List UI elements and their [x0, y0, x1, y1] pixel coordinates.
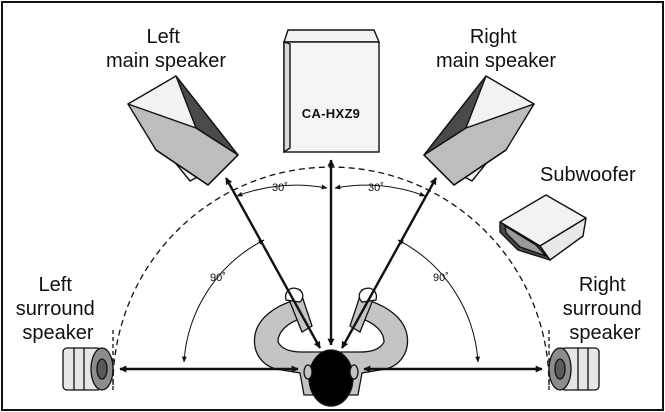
right-main-speaker: [423, 75, 535, 186]
arrow-left-main: [224, 177, 322, 349]
left-surround-speaker: [62, 347, 114, 391]
right-ear: [349, 364, 359, 380]
center-top-face: [283, 29, 381, 43]
right-main-lower-face: [423, 149, 507, 186]
left-ear: [303, 364, 313, 380]
subwoofer-grille: [504, 225, 547, 257]
angle-label-left-front: 30˚: [272, 182, 288, 194]
left-surround-cone-inner: [96, 358, 108, 380]
angle-label-left-side: 90˚: [210, 272, 226, 284]
label-left-main: Left main speaker: [106, 26, 226, 72]
left-main-speaker: [127, 75, 239, 186]
label-right-main-line1: Right: [470, 26, 517, 48]
direction-arrows: [119, 159, 543, 373]
center-shadow: [283, 41, 291, 154]
angle-label-right-front: 30˚: [368, 182, 384, 194]
center-front-face: [283, 41, 380, 153]
label-left-surround: Left surround speaker: [16, 274, 101, 344]
label-right-surround-line3: speaker: [569, 322, 640, 344]
listener-head: [308, 349, 354, 407]
subwoofer: [499, 194, 587, 261]
center-model-label: CA-HXZ9: [302, 106, 360, 121]
arrow-right-main: [340, 177, 438, 349]
label-left-surround-line2: surround: [16, 298, 95, 320]
center-speaker: [283, 29, 381, 154]
right-90-arc: [397, 239, 481, 363]
angle-label-right-side: 90˚: [433, 272, 449, 284]
label-right-main-line2: main speaker: [436, 50, 556, 72]
label-left-surround-line3: speaker: [22, 322, 93, 344]
label-right-surround-line1: Right: [579, 274, 626, 296]
label-left-surround-line1: Left: [39, 274, 73, 296]
right-surround-cone-inner: [554, 358, 566, 380]
label-left-main-line2: main speaker: [106, 50, 226, 72]
left-main-lower-face: [155, 149, 239, 186]
label-right-main: Right main speaker: [436, 26, 556, 72]
right-surround-speaker: [548, 347, 600, 391]
left-90-arc: [181, 239, 265, 363]
label-right-surround-line2: surround: [563, 298, 642, 320]
label-right-surround: Right surround speaker: [563, 274, 648, 344]
label-subwoofer: Subwoofer: [540, 164, 636, 186]
label-left-main-line1: Left: [147, 26, 181, 48]
